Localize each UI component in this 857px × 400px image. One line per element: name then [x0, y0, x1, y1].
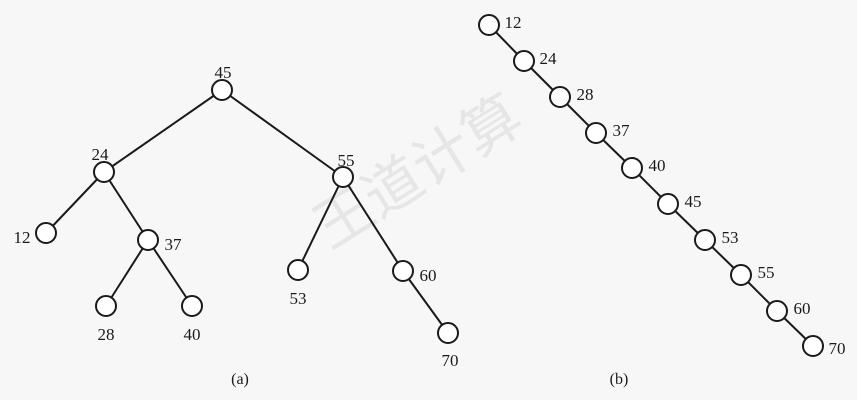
node-circle	[621, 157, 643, 179]
node-label: 70	[442, 351, 459, 370]
node-label: 45	[215, 63, 232, 82]
node-circle	[137, 229, 159, 251]
node-circle	[513, 50, 535, 72]
tree-b-node-60: 60	[766, 299, 811, 322]
tree-b-node-37: 37	[585, 121, 631, 144]
tree-a-node-60: 60	[392, 260, 437, 285]
node-label: 45	[685, 192, 702, 211]
node-label: 24	[92, 145, 110, 164]
node-circle	[549, 86, 571, 108]
tree-b-edges	[488, 24, 814, 347]
node-label: 24	[540, 49, 558, 68]
tree-a-edge-55-53	[297, 176, 344, 271]
tree-b-node-40: 40	[621, 156, 666, 179]
tree-a-edge-45-24	[103, 89, 223, 173]
tree-a-caption: (a)	[231, 371, 249, 388]
node-label: 28	[98, 325, 115, 344]
tree-b-node-55: 55	[730, 263, 775, 286]
node-circle	[93, 161, 115, 183]
tree-a-node-53: 53	[287, 259, 309, 308]
node-label: 40	[649, 156, 666, 175]
node-circle	[211, 79, 233, 101]
node-circle	[694, 229, 716, 251]
tree-b-node-45: 45	[657, 192, 702, 215]
node-label: 60	[794, 299, 811, 318]
node-label: 70	[829, 339, 846, 358]
tree-b-node-28: 28	[549, 85, 594, 108]
node-label: 37	[613, 121, 631, 140]
node-label: 12	[14, 228, 31, 247]
node-label: 37	[165, 235, 183, 254]
tree-a-nodes: 45 24 55 12 37 28 40 53 60 70	[14, 63, 459, 370]
node-label: 40	[184, 325, 201, 344]
tree-b-node-12: 12	[478, 13, 522, 36]
tree-a-edges	[45, 89, 449, 334]
node-circle	[478, 14, 500, 36]
node-label: 55	[758, 263, 775, 282]
node-circle	[730, 264, 752, 286]
tree-b-node-53: 53	[694, 228, 739, 251]
node-circle	[585, 122, 607, 144]
tree-a-node-40: 40	[181, 295, 203, 344]
tree-a-edge-24-37	[103, 171, 149, 241]
tree-a-edge-37-40	[147, 239, 193, 307]
node-circle	[766, 300, 788, 322]
tree-a-node-45: 45	[211, 63, 233, 101]
tree-b-nodes: 12 24 28 37 40 45 53 55 60 70	[478, 13, 846, 358]
node-label: 55	[338, 151, 355, 170]
tree-a-node-55: 55	[332, 151, 355, 188]
tree-a-edge-45-55	[221, 89, 344, 178]
node-circle	[35, 222, 57, 244]
tree-a-node-37: 37	[137, 229, 183, 254]
tree-a-edge-24-12	[45, 171, 105, 234]
tree-a-node-28: 28	[95, 295, 117, 344]
tree-b: 12 24 28 37 40 45 53 55 60 70 (b)	[478, 13, 846, 388]
tree-b-node-24: 24	[513, 49, 558, 72]
node-circle	[95, 295, 117, 317]
node-label: 53	[722, 228, 739, 247]
node-circle	[332, 166, 354, 188]
tree-a-node-12: 12	[14, 222, 57, 247]
node-label: 12	[505, 13, 522, 32]
tree-a-edge-55-60	[342, 176, 404, 272]
node-circle	[437, 322, 459, 344]
node-label: 28	[577, 85, 594, 104]
tree-a-node-24: 24	[92, 145, 115, 183]
node-circle	[287, 259, 309, 281]
tree-a-edge-37-28	[105, 239, 149, 307]
tree-b-caption: (b)	[610, 371, 629, 388]
node-circle	[392, 260, 414, 282]
tree-a-edge-60-70	[402, 270, 449, 334]
node-label: 60	[420, 266, 437, 285]
node-circle	[181, 295, 203, 317]
tree-a: 45 24 55 12 37 28 40 53 60 70 (a)	[14, 63, 459, 388]
tree-b-node-70: 70	[802, 335, 846, 358]
tree-a-node-70: 70	[437, 322, 459, 370]
node-circle	[657, 193, 679, 215]
node-circle	[802, 335, 824, 357]
node-label: 53	[290, 289, 307, 308]
